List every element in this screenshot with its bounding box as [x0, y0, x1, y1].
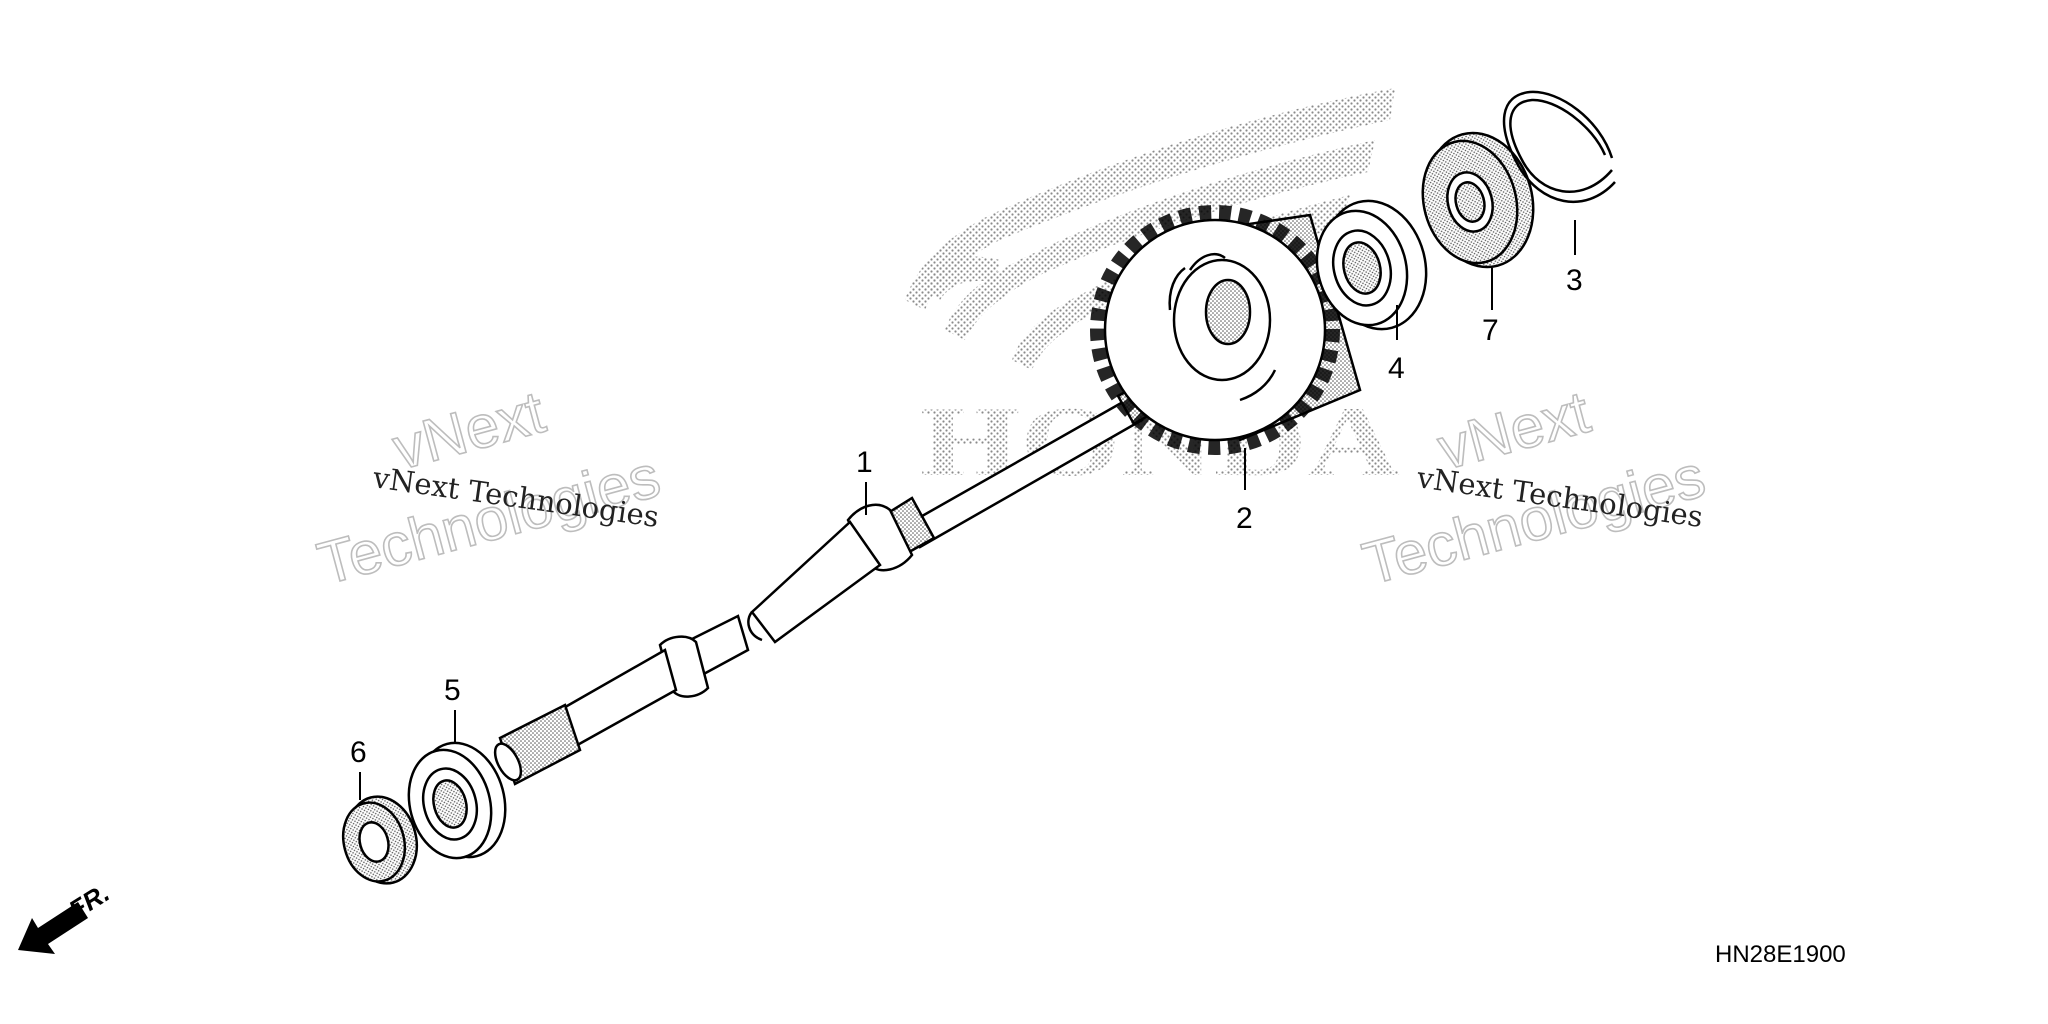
- callout-2: 2: [1236, 502, 1253, 535]
- bearing-4: [1315, 199, 1428, 331]
- gear: [1090, 205, 1362, 455]
- leader-lines: [359, 220, 1576, 800]
- front-arrow-icon: [18, 902, 88, 954]
- snap-ring-3: [1502, 90, 1616, 204]
- callout-7: 7: [1482, 314, 1499, 347]
- watermark-left: vNext Technologies vNext Technologies: [310, 377, 667, 598]
- drawing-code: HN28E1900: [1715, 941, 1846, 968]
- bearing-5: [407, 741, 507, 860]
- callout-5: 5: [444, 674, 461, 707]
- oil-seal-7: [1421, 131, 1535, 269]
- callout-3: 3: [1566, 264, 1583, 297]
- callout-labels: 1 2 3 4 5 6 7: [350, 264, 1583, 769]
- callout-4: 4: [1388, 352, 1405, 385]
- watermark-right: vNext Technologies vNext Technologies: [1355, 377, 1712, 598]
- oil-seal-6: [341, 795, 419, 885]
- callout-1: 1: [856, 446, 873, 479]
- callout-6: 6: [350, 736, 367, 769]
- main-shaft: [493, 376, 1168, 786]
- front-direction-indicator: FR.: [18, 877, 115, 954]
